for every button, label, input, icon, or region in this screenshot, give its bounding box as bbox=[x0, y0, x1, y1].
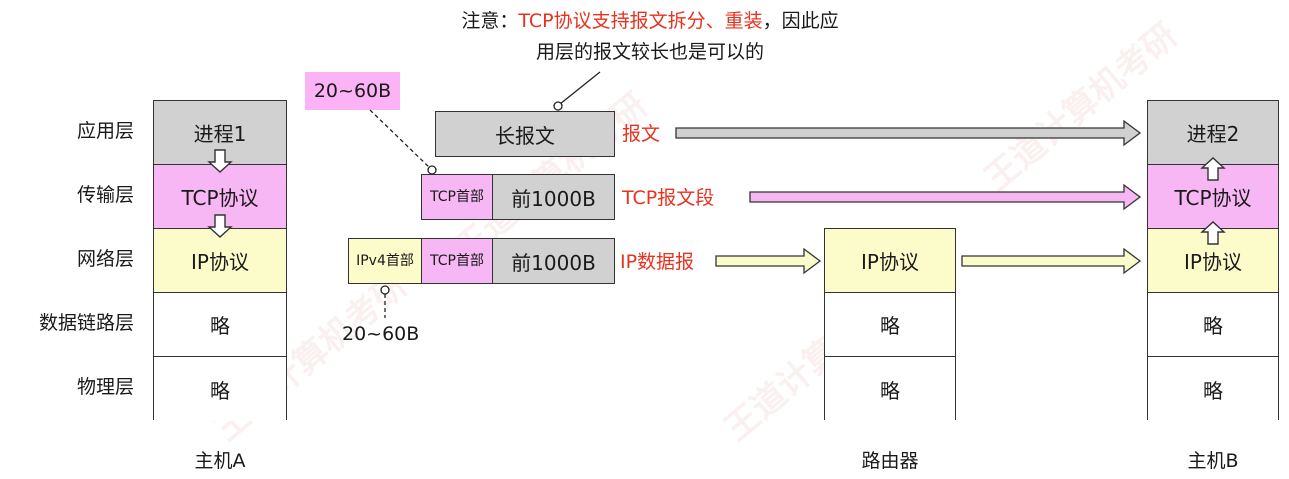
note-connector-dot bbox=[553, 101, 563, 111]
router-physical-cell: 略 bbox=[825, 357, 955, 421]
layer-label-network: 网络层 bbox=[76, 248, 134, 270]
note-line2: 用层的报文较长也是可以的 bbox=[535, 41, 764, 63]
datagram-payload: 前1000B bbox=[492, 238, 615, 284]
host-b-up-arrow-1 bbox=[1200, 157, 1226, 181]
router-stack: IP协议 略 略 bbox=[824, 228, 956, 421]
long-message-box: 长报文 bbox=[435, 111, 615, 157]
datagram-to-router-arrow bbox=[715, 247, 822, 275]
flow-label-segment: TCP报文段 bbox=[622, 187, 715, 209]
layer-label-application: 应用层 bbox=[76, 120, 134, 142]
host-a-down-arrow-1 bbox=[207, 149, 233, 173]
host-a-network-cell: IP协议 bbox=[154, 229, 286, 293]
host-a-down-arrow-2 bbox=[207, 214, 233, 238]
message-flow-arrow bbox=[675, 119, 1142, 147]
tcp-header-size-connector-dot bbox=[427, 165, 437, 175]
host-b-stack: 进程2 TCP协议 IP协议 略 略 bbox=[1147, 100, 1279, 421]
flow-label-message: 报文 bbox=[622, 123, 661, 145]
tcp-header-size-connector bbox=[369, 109, 433, 171]
host-b-caption: 主机B bbox=[1187, 450, 1239, 472]
host-a-caption: 主机A bbox=[194, 450, 246, 472]
datagram-tcp-header: TCP首部 bbox=[421, 238, 493, 284]
host-b-up-arrow-2 bbox=[1200, 221, 1226, 245]
router-network-cell: IP协议 bbox=[825, 229, 955, 293]
note-suffix: ，因此应 bbox=[762, 10, 839, 32]
host-a-physical-cell: 略 bbox=[154, 357, 286, 421]
layer-label-datalink: 数据链路层 bbox=[38, 312, 134, 334]
router-datalink-cell: 略 bbox=[825, 293, 955, 357]
datagram-router-to-host-b-arrow bbox=[961, 247, 1142, 275]
segment-tcp-header: TCP首部 bbox=[421, 174, 493, 220]
tcp-header-size-tag: 20~60B bbox=[305, 72, 400, 110]
layer-label-transport: 传输层 bbox=[76, 184, 134, 206]
segment-payload: 前1000B bbox=[492, 174, 615, 220]
host-b-physical-cell: 略 bbox=[1148, 357, 1278, 421]
host-a-datalink-cell: 略 bbox=[154, 293, 286, 357]
note: 注意：TCP协议支持报文拆分、重装，因此应 用层的报文较长也是可以的 bbox=[340, 6, 960, 68]
note-prefix: 注意： bbox=[461, 10, 519, 32]
router-caption: 路由器 bbox=[861, 450, 919, 472]
note-connector bbox=[559, 71, 601, 105]
segment-flow-arrow bbox=[749, 183, 1142, 211]
flow-label-datagram: IP数据报 bbox=[620, 251, 695, 273]
host-b-application-cell: 进程2 bbox=[1148, 101, 1278, 165]
ip-header-size-label: 20~60B bbox=[342, 323, 420, 345]
note-highlight: TCP协议支持报文拆分、重装 bbox=[518, 10, 763, 32]
datagram-ip-header: IPv4首部 bbox=[348, 238, 422, 284]
layer-label-physical: 物理层 bbox=[76, 376, 134, 398]
host-b-datalink-cell: 略 bbox=[1148, 293, 1278, 357]
ip-header-size-connector-dot bbox=[380, 285, 390, 295]
